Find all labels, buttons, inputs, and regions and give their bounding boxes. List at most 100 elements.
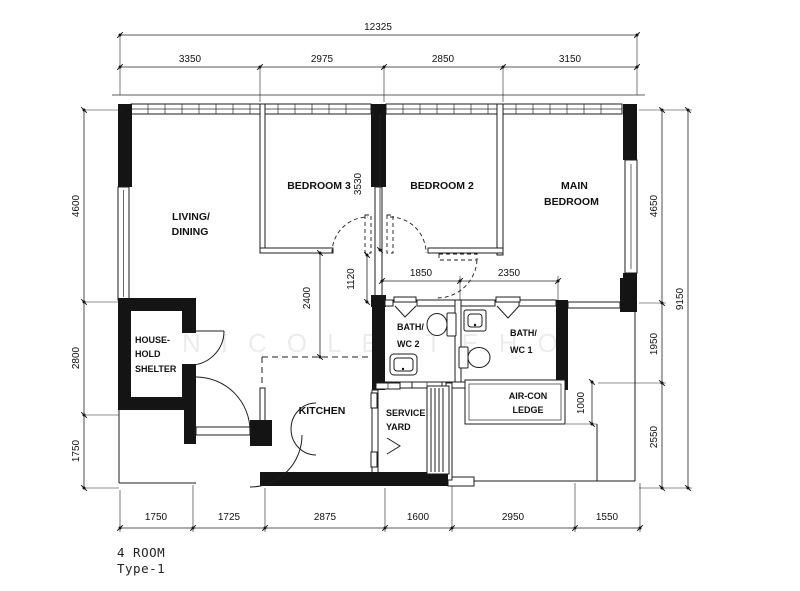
wc2-toilet-icon — [426, 312, 457, 337]
bedroom2-door — [386, 214, 427, 254]
dim-bottom-5: 2950 — [502, 512, 525, 523]
label-living-dining-1: LIVING/ — [172, 211, 210, 223]
watermark-text: NICOLE TEHO — [182, 328, 578, 358]
dim-bath1: 2350 — [498, 268, 521, 279]
wall-stub-entrance — [250, 420, 272, 446]
wall-bath2-north-b — [416, 299, 456, 307]
dim-bedroom-wall: 3530 — [353, 172, 364, 195]
wall-bath1-north-b — [518, 299, 557, 307]
bath1-door-sill — [495, 296, 521, 303]
dims-left: 4600 2800 1750 — [71, 106, 122, 492]
dims-bath-extensions — [381, 276, 559, 300]
title-block: 4 ROOM Type-1 — [117, 545, 165, 576]
dim-top-2: 2975 — [311, 54, 334, 65]
label-aircon-1: AIR-CON — [509, 391, 548, 401]
plan-variant-label: Type-1 — [117, 561, 165, 576]
dim-left-3: 1750 — [71, 439, 82, 462]
wall-bath1-north-a — [460, 299, 496, 307]
wall-main-south — [567, 301, 621, 309]
dim-right-total: 9150 — [675, 287, 686, 310]
aircon-ledge-outline — [464, 379, 566, 425]
label-bedroom3: BEDROOM 3 — [287, 180, 351, 192]
wc1-toilet-icon — [458, 346, 491, 369]
dim-right-3: 2550 — [649, 425, 660, 448]
dim-left-1: 4600 — [71, 194, 82, 217]
fixtures — [370, 309, 566, 475]
label-shelter-1: HOUSE- — [135, 335, 170, 345]
service-yard-rack-icon — [426, 385, 450, 475]
interior-walls — [118, 103, 635, 486]
post-top-right — [623, 104, 637, 160]
label-bath-wc2-2: WC 2 — [397, 339, 420, 349]
bath2-door-sill — [393, 296, 417, 303]
dims-top-extensions — [119, 35, 638, 102]
label-aircon-2: LEDGE — [512, 405, 543, 415]
label-main-bedroom-1: MAIN — [561, 180, 588, 192]
service-yard-bifold-icon — [386, 437, 401, 455]
label-bath-wc1-2: WC 1 — [510, 345, 533, 355]
label-kitchen: KITCHEN — [299, 405, 346, 417]
label-shelter-2: HOLD — [135, 349, 161, 359]
dims-bottom-extensions — [119, 483, 641, 532]
dim-right-2: 1950 — [649, 332, 660, 355]
wall-bath2-north-a — [384, 299, 394, 307]
dim-bath2: 1850 — [410, 268, 433, 279]
dim-top-1: 3350 — [179, 54, 202, 65]
wall-kitchen-south — [260, 472, 448, 486]
dim-bottom-2: 1725 — [218, 512, 241, 523]
dim-bottom-1: 1750 — [145, 512, 168, 523]
household-shelter-walls — [118, 298, 196, 444]
dims-left-extensions — [84, 109, 122, 489]
dims-interior: 3530 1120 2400 1850 2350 1000 — [302, 108, 597, 428]
dim-top-4: 3150 — [559, 54, 582, 65]
dim-bottom-6: 1550 — [596, 512, 619, 523]
label-bath-wc1-1: BATH/ — [510, 328, 537, 338]
wall-bedroom2-south — [427, 247, 504, 254]
label-bedroom2: BEDROOM 2 — [410, 180, 474, 192]
bath1-bifold-icon — [496, 305, 520, 319]
label-service-yard-1: SERVICE — [386, 408, 425, 418]
wall-living-bedroom3 — [259, 103, 266, 254]
dim-bottom-4: 1600 — [407, 512, 430, 523]
exterior-walls — [112, 94, 645, 487]
wc1-basin-icon — [463, 309, 487, 332]
wall-bedroom3-south — [259, 247, 334, 254]
dims-right: 4650 1950 2550 9150 — [598, 106, 692, 492]
label-bath-wc2-1: BATH/ — [397, 322, 424, 332]
dim-bottom-3: 2875 — [314, 512, 337, 523]
main-bedroom-door — [436, 253, 478, 299]
post-bedroom-wall — [371, 104, 386, 187]
entrance-door — [195, 376, 317, 488]
plan-type-label: 4 ROOM — [117, 545, 165, 560]
dims-right-extensions — [598, 109, 692, 489]
dims-top: 12325 3350 2975 2850 3150 — [116, 22, 641, 102]
dim-ledge: 1000 — [576, 391, 587, 414]
post-main-south-east — [620, 278, 635, 312]
dim-right-1: 4650 — [649, 194, 660, 217]
dims-bottom: 1750 1725 2875 1600 2950 1550 — [116, 483, 644, 532]
wall-bath1-east — [556, 300, 568, 390]
dim-left-2: 2800 — [71, 346, 82, 369]
label-living-dining-2: DINING — [172, 226, 209, 238]
dim-hall: 1120 — [346, 268, 357, 290]
service-yard-taps-icon — [370, 392, 378, 468]
wc2-basin-icon — [389, 353, 418, 376]
room-labels: LIVING/ DINING BEDROOM 3 BEDROOM 2 MAIN … — [135, 180, 599, 432]
window-mullions — [147, 104, 602, 114]
dim-top-total: 12325 — [364, 22, 392, 33]
wall-bedroom3-bedroom2 — [374, 186, 383, 298]
dim-top-3: 2850 — [432, 54, 455, 65]
label-shelter-3: SHELTER — [135, 364, 177, 374]
bedroom3-door — [331, 214, 372, 254]
label-service-yard-2: YARD — [386, 422, 411, 432]
label-main-bedroom-2: BEDROOM — [544, 196, 599, 208]
doors — [189, 214, 520, 488]
wall-bath2-west — [372, 300, 385, 390]
wall-bedroom2-main — [496, 103, 504, 256]
dim-kitchen-hall: 2400 — [302, 286, 313, 309]
household-shelter-door — [189, 330, 225, 366]
wall-kitchen-west — [259, 387, 266, 423]
bath2-bifold-icon — [394, 305, 417, 318]
